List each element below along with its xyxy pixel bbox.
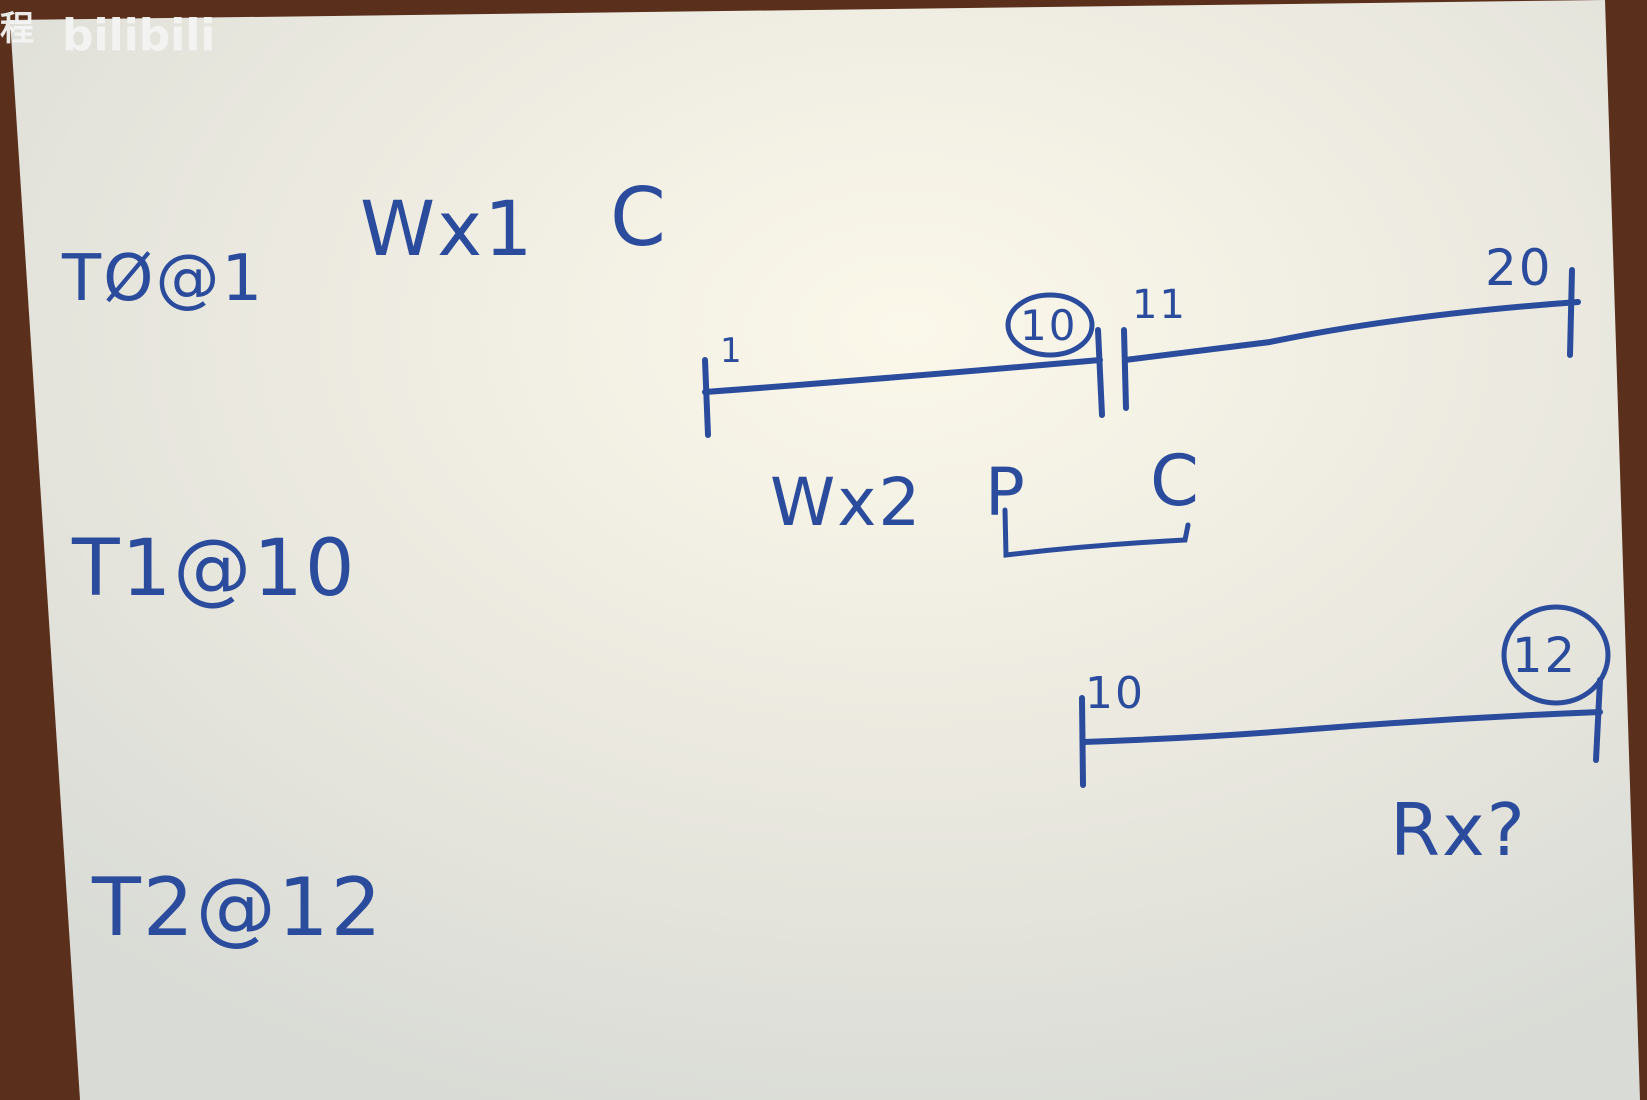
timeline-1-start-tick-b (1121, 327, 1129, 411)
label-wx1: Wx1 (360, 184, 534, 273)
label-t2: T2@12 (91, 861, 384, 954)
bilibili-logo: bilibili (62, 10, 215, 61)
label-t1: T1@10 (71, 524, 357, 614)
timeline-1-restart-label: 11 (1132, 282, 1187, 328)
timeline-1-segment-a (702, 357, 1103, 395)
label-rx: Rx? (1390, 788, 1527, 872)
timeline-1-start-label: 1 (720, 331, 744, 371)
watermark-prefix: 程 (0, 9, 34, 49)
timeline-1 (702, 267, 1581, 438)
circle-mark-12 (1501, 604, 1611, 706)
label-wx2: Wx2 (770, 464, 922, 541)
timeline-2-end-tick (1593, 677, 1603, 763)
bracket-p-to-c (1002, 507, 1191, 558)
timeline-1-start-tick (702, 357, 711, 438)
timeline-1-end-label: 20 (1485, 239, 1553, 297)
timeline-1-end-tick-b (1567, 267, 1575, 358)
timeline-1-segment-b (1122, 299, 1581, 363)
label-c-mid: C (1150, 440, 1201, 522)
bilibili-watermark: 程 bilibili (0, 9, 215, 61)
circle-mark-10 (1005, 292, 1095, 358)
label-c-top: C (610, 171, 668, 264)
timeline-2-segment (1080, 709, 1603, 745)
label-t0: TØ@1 (61, 242, 264, 316)
timeline-2-circled-label: 12 (1512, 628, 1577, 684)
timeline-2 (1079, 604, 1611, 788)
timeline-1-end-tick-a (1095, 327, 1105, 418)
timeline-1-circled-label: 10 (1020, 301, 1077, 350)
whiteboard (10, 0, 1640, 1100)
timeline-2-start-label: 10 (1085, 668, 1145, 719)
